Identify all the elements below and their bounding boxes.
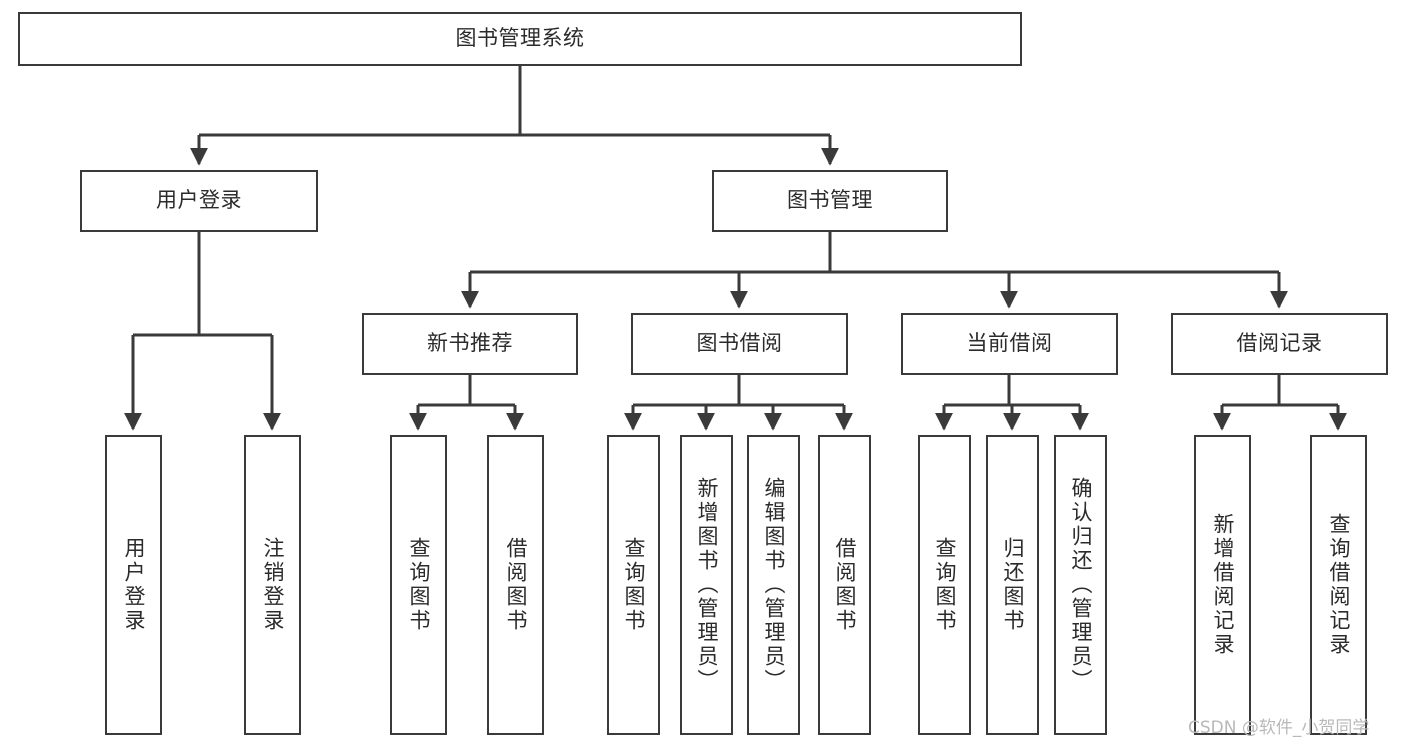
node-new-book-recommend-label: 新书推荐 [427, 331, 513, 356]
leaf-bb-query-book-label: 查询图书 [622, 537, 646, 633]
leaf-br-query-record[interactable]: 查询借阅记录 [1310, 435, 1367, 735]
leaf-bb-borrow-book-label: 借阅图书 [833, 537, 857, 633]
leaf-cb-query-book-label: 查询图书 [933, 537, 957, 633]
leaf-user-login[interactable]: 用户登录 [105, 435, 162, 735]
leaf-logout-label: 注销登录 [261, 537, 285, 633]
node-user-login[interactable]: 用户登录 [80, 170, 318, 232]
leaf-br-query-record-label: 查询借阅记录 [1327, 513, 1351, 657]
node-new-book-recommend[interactable]: 新书推荐 [362, 313, 578, 375]
node-book-management[interactable]: 图书管理 [712, 170, 948, 232]
leaf-bb-edit-book[interactable]: 编辑图书（管理员） [747, 435, 800, 735]
leaf-bb-add-book[interactable]: 新增图书（管理员） [680, 435, 733, 735]
node-borrow-record-label: 借阅记录 [1236, 331, 1323, 356]
node-borrow-record[interactable]: 借阅记录 [1171, 313, 1388, 375]
node-root[interactable]: 图书管理系统 [18, 12, 1022, 66]
leaf-cb-confirm-return-label: 确认归还（管理员） [1069, 477, 1093, 693]
leaf-user-login-label: 用户登录 [122, 537, 146, 633]
leaf-bb-query-book[interactable]: 查询图书 [607, 435, 660, 735]
node-user-login-label: 用户登录 [156, 188, 242, 213]
leaf-nb-query-book[interactable]: 查询图书 [390, 435, 447, 735]
leaf-cb-confirm-return[interactable]: 确认归还（管理员） [1054, 435, 1107, 735]
leaf-cb-return-book[interactable]: 归还图书 [986, 435, 1039, 735]
leaf-cb-query-book[interactable]: 查询图书 [918, 435, 971, 735]
node-current-borrow[interactable]: 当前借阅 [901, 313, 1118, 375]
node-current-borrow-label: 当前借阅 [966, 331, 1053, 356]
leaf-logout[interactable]: 注销登录 [244, 435, 301, 735]
node-book-borrow[interactable]: 图书借阅 [631, 313, 848, 375]
leaf-br-add-record-label: 新增借阅记录 [1211, 513, 1235, 657]
leaf-bb-borrow-book[interactable]: 借阅图书 [818, 435, 871, 735]
leaf-nb-borrow-book[interactable]: 借阅图书 [487, 435, 544, 735]
leaf-bb-edit-book-label: 编辑图书（管理员） [762, 477, 786, 693]
leaf-cb-return-book-label: 归还图书 [1001, 537, 1025, 633]
csdn-watermark: CSDN @软件_小贺同学 [1188, 718, 1370, 738]
node-root-label: 图书管理系统 [455, 26, 585, 51]
node-book-management-label: 图书管理 [787, 188, 873, 213]
node-book-borrow-label: 图书借阅 [696, 331, 783, 356]
leaf-nb-borrow-book-label: 借阅图书 [504, 537, 528, 633]
leaf-nb-query-book-label: 查询图书 [407, 537, 431, 633]
leaf-bb-add-book-label: 新增图书（管理员） [695, 477, 719, 693]
leaf-br-add-record[interactable]: 新增借阅记录 [1194, 435, 1251, 735]
